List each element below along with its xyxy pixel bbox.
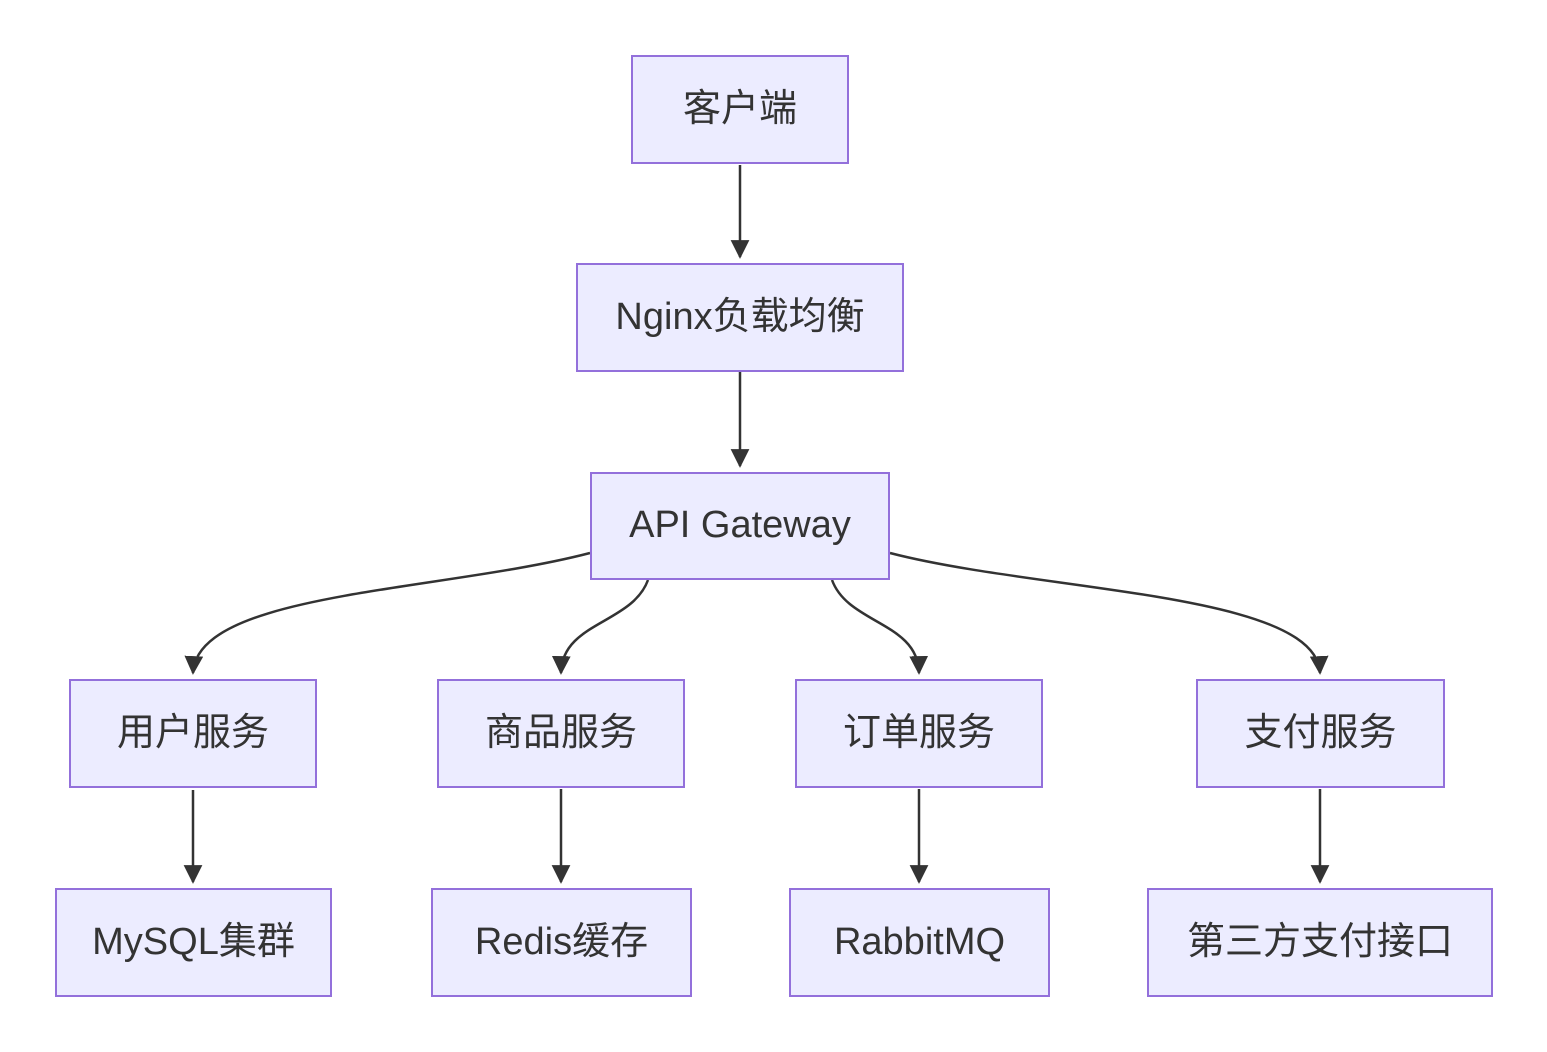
node-third-party-payment: 第三方支付接口 [1147, 888, 1493, 997]
node-rabbitmq-label: RabbitMQ [833, 920, 1006, 963]
node-product-service-label: 商品服务 [484, 711, 637, 754]
node-order-service: 订单服务 [795, 679, 1043, 788]
node-redis-label: Redis缓存 [474, 920, 649, 963]
edge-gateway-user-service [184, 551, 591, 675]
node-nginx-label: Nginx负载均衡 [615, 295, 865, 338]
node-gateway-label: API Gateway [629, 504, 851, 547]
node-client-label: 客户端 [682, 87, 797, 130]
node-gateway: API Gateway [590, 472, 890, 580]
node-mysql: MySQL集群 [55, 888, 332, 997]
node-rabbitmq: RabbitMQ [789, 888, 1050, 997]
node-user-service-label: 用户服务 [116, 711, 269, 754]
node-nginx: Nginx负载均衡 [576, 263, 904, 372]
node-order-service-label: 订单服务 [842, 711, 995, 754]
edge-gateway-order-service [830, 579, 929, 675]
edge-gateway-product-service [551, 579, 650, 675]
node-client: 客户端 [631, 55, 849, 164]
node-mysql-label: MySQL集群 [92, 920, 295, 963]
node-payment-service: 支付服务 [1196, 679, 1445, 788]
edge-gateway-payment-service [889, 551, 1329, 675]
node-third-party-payment-label: 第三方支付接口 [1186, 920, 1453, 963]
node-user-service: 用户服务 [69, 679, 317, 788]
node-redis: Redis缓存 [431, 888, 692, 997]
node-product-service: 商品服务 [437, 679, 685, 788]
node-payment-service-label: 支付服务 [1244, 711, 1397, 754]
